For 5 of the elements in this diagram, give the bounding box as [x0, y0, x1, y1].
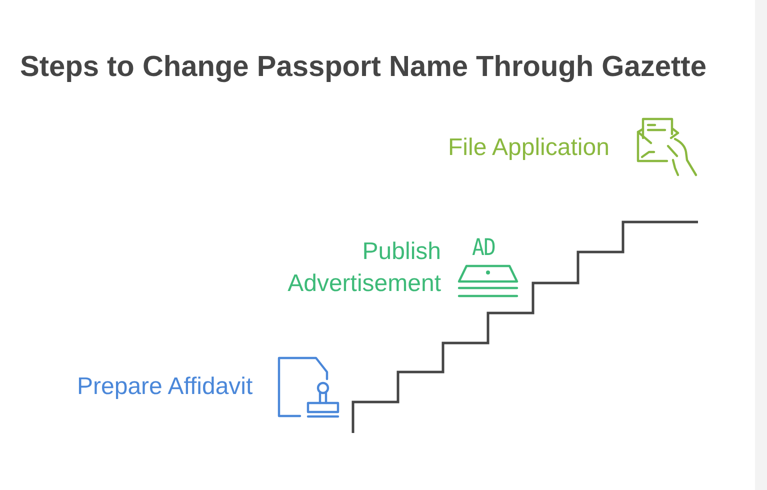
step-label: Prepare Affidavit — [77, 372, 254, 402]
step-label: File Application — [448, 133, 610, 163]
icon-text: AD — [472, 236, 496, 260]
step-label: Publish Advertisement — [286, 237, 441, 299]
diagram-title: Steps to Change Passport Name Through Gazette — [20, 50, 706, 85]
